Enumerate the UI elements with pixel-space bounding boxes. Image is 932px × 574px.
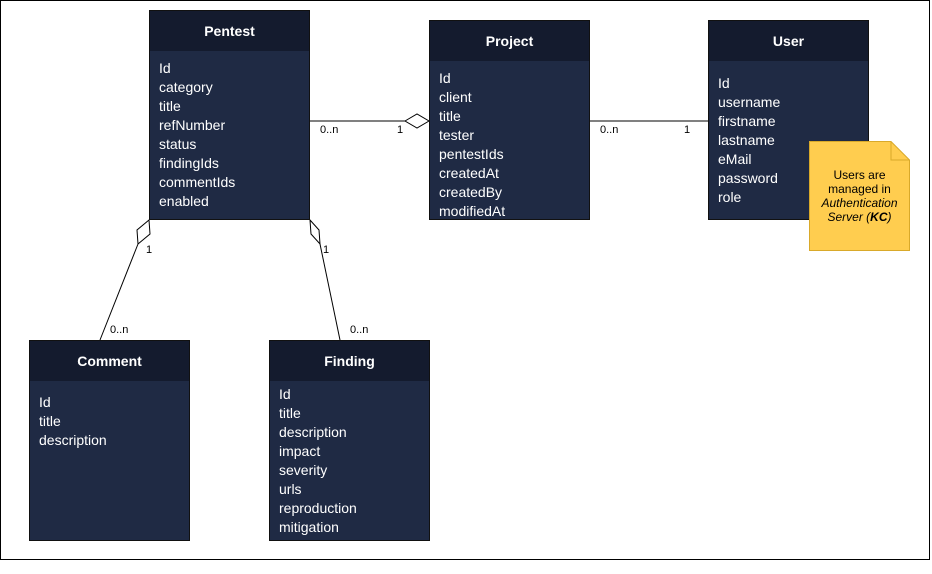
entity-comment[interactable]: Comment Id title description [29, 340, 190, 541]
note-line: Authentication [821, 196, 898, 210]
multiplicity-pentest-project-one: 1 [397, 124, 404, 136]
entity-field: impact [279, 443, 321, 459]
multiplicity-pentest-finding-one: 1 [323, 244, 330, 256]
entity-field: title [279, 405, 301, 421]
entity-field: Id [439, 70, 451, 86]
entity-field: Id [279, 386, 291, 402]
entity-field: eMail [718, 151, 752, 167]
entity-field: description [279, 424, 347, 440]
entity-user[interactable]: User Id username firstname lastname eMai… [708, 20, 869, 220]
entity-field: role [718, 189, 742, 205]
entity-field: status [159, 136, 197, 152]
entity-field: Id [718, 75, 730, 91]
entity-field: description [39, 432, 107, 448]
entity-project[interactable]: Project Id client title tester pentestId… [429, 20, 590, 220]
pentest-comment-aggregation-diamond [136, 218, 151, 246]
entity-pentest-fields: Id category title refNumber status findi… [150, 51, 309, 211]
entity-user-title: User [709, 21, 868, 61]
multiplicity-project-user-one: 1 [684, 124, 691, 136]
entity-field: refNumber [159, 117, 226, 133]
entity-field: title [39, 413, 61, 429]
entity-field: Id [39, 394, 51, 410]
entity-field: commentIds [159, 174, 236, 190]
note-line: managed in [828, 182, 891, 196]
entity-field: Id [159, 60, 171, 76]
pentest-comment-line [99, 243, 139, 341]
note-line: Server (KC) [827, 210, 892, 224]
multiplicity-project-user-many: 0..n [600, 124, 619, 136]
pentest-finding-aggregation-diamond [309, 218, 321, 246]
entity-field: category [159, 79, 213, 95]
entity-field: createdBy [439, 184, 503, 200]
entity-field: username [718, 94, 781, 110]
entity-finding-title: Finding [270, 341, 429, 381]
entity-project-title: Project [430, 21, 589, 61]
entity-pentest-title: Pentest [150, 11, 309, 51]
entity-field: client [439, 89, 472, 105]
multiplicity-pentest-comment-one: 1 [146, 244, 153, 256]
entity-field: firstname [718, 113, 776, 129]
entity-field: pentestIds [439, 146, 504, 162]
entity-field: mitigation [279, 519, 339, 535]
multiplicity-pentest-comment-many: 0..n [110, 324, 129, 336]
entity-field: password [718, 170, 778, 186]
entity-comment-title: Comment [30, 341, 189, 381]
entity-finding[interactable]: Finding Id title description impact seve… [269, 340, 430, 541]
sticky-note: Users are managed in Authentication Serv… [809, 141, 910, 251]
entity-finding-fields: Id title description impact severity url… [270, 381, 429, 537]
entity-field: findingIds [159, 155, 219, 171]
entity-field: urls [279, 481, 302, 497]
note-shape [809, 141, 910, 251]
entity-field: enabled [159, 193, 209, 209]
entity-comment-fields: Id title description [30, 381, 189, 450]
multiplicity-pentest-finding-many: 0..n [350, 324, 369, 336]
entity-field: severity [279, 462, 328, 478]
pentest-finding-line [319, 243, 341, 341]
entity-user-fields: Id username firstname lastname eMail pas… [709, 61, 868, 207]
entity-field: title [159, 98, 181, 114]
note-text: Users are managed in Authentication Serv… [809, 168, 910, 224]
entity-field: reproduction [279, 500, 357, 516]
entity-field: lastname [718, 132, 775, 148]
entity-pentest[interactable]: Pentest Id category title refNumber stat… [149, 10, 310, 220]
entity-field: title [439, 108, 461, 124]
multiplicity-pentest-project-many: 0..n [320, 124, 339, 136]
entity-project-fields: Id client title tester pentestIds create… [430, 61, 589, 221]
note-line: Users are [833, 168, 886, 182]
entity-field: createdAt [439, 165, 499, 181]
pentest-project-aggregation-diamond [404, 113, 430, 129]
entity-field: modifiedAt [439, 203, 506, 219]
entity-field: tester [439, 127, 475, 143]
